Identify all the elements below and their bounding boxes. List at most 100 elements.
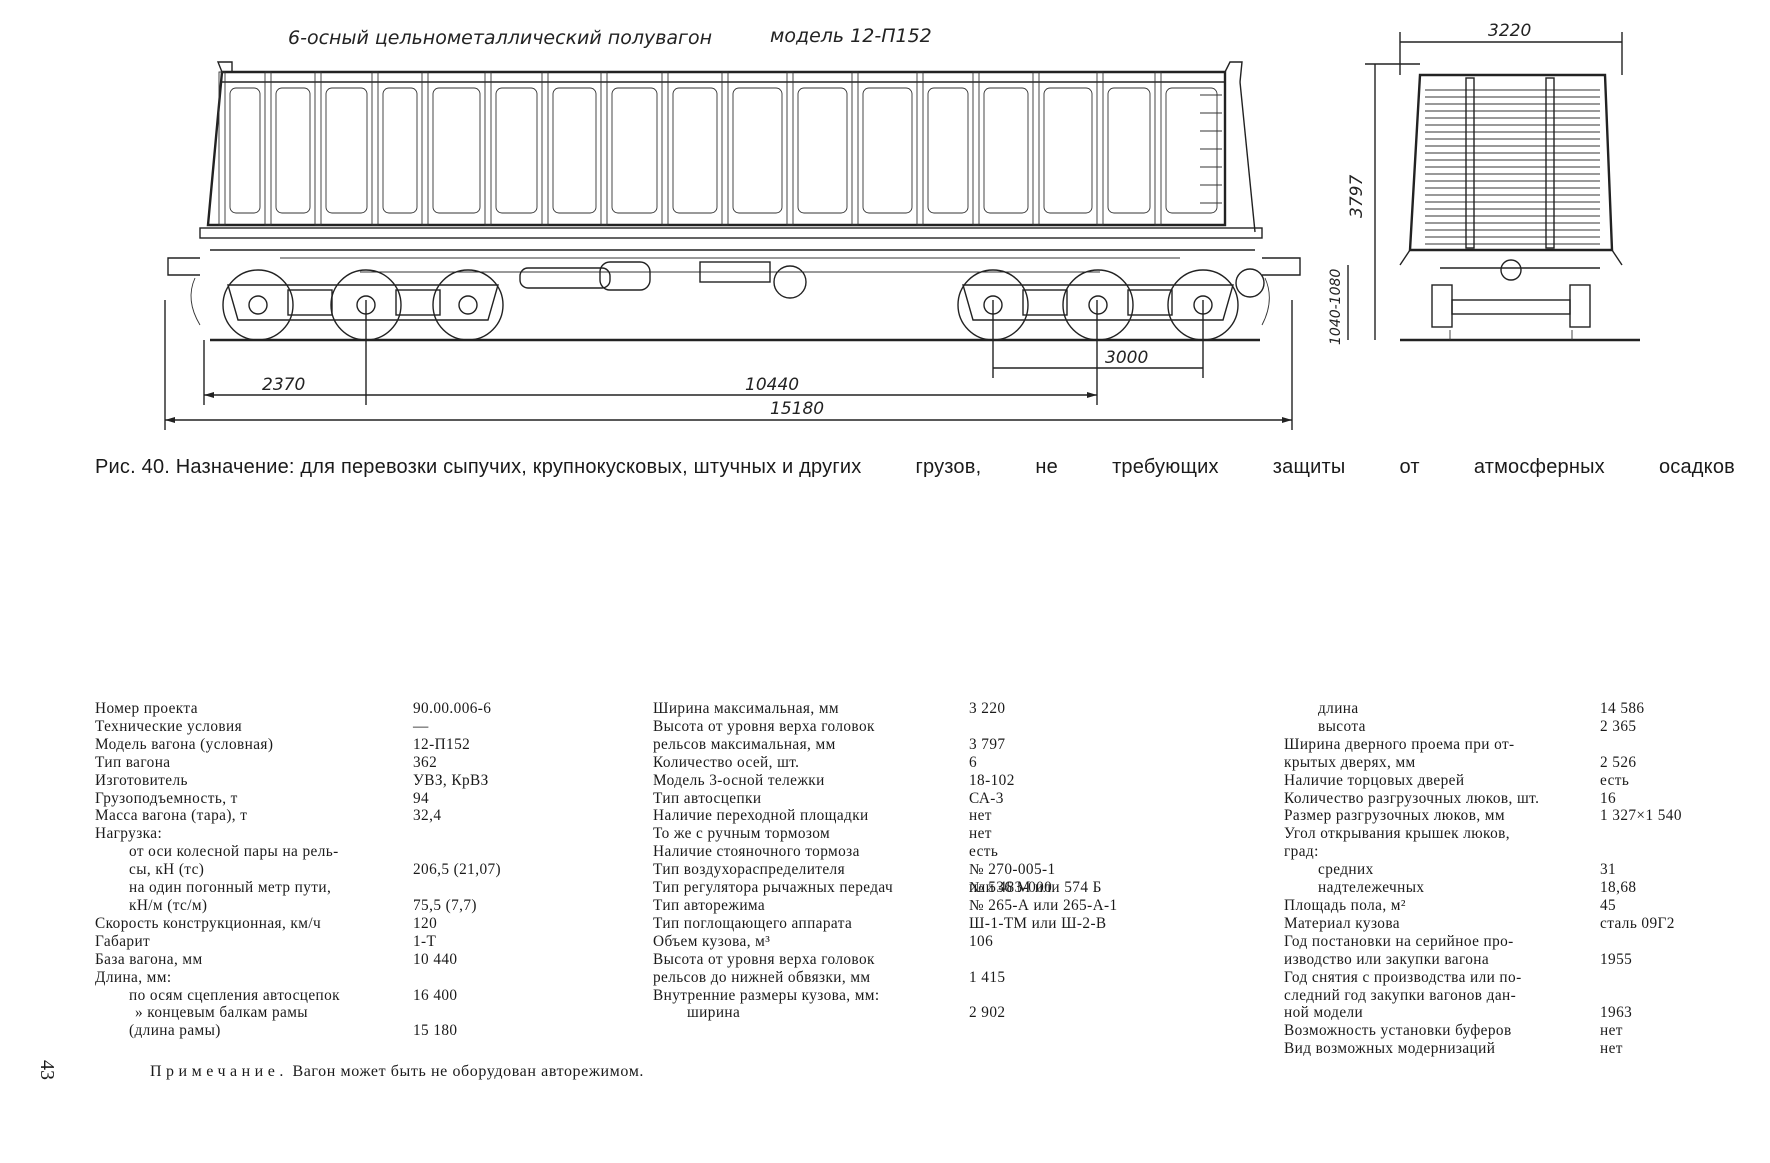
spec-label: высота [1318,717,1366,735]
spec-row: Длина, мм: [95,969,535,987]
side-panel [862,87,913,214]
spec-label: Год постановки на серийное про- [1284,932,1514,950]
side-panel [1165,87,1218,214]
spec-row: Высота от уровня верха головок [653,951,1093,969]
spec-value: 1 327×1 540 [1600,807,1682,825]
spec-value: 362 [413,753,438,771]
page-number: 43 [36,1060,58,1080]
spec-row: Технические условия— [95,718,535,736]
spec-label: Размер разгрузочных люков, мм [1284,807,1505,825]
spec-value: № 265-А или 265-А-1 [969,896,1118,914]
spec-value: 32,4 [413,807,442,825]
end-dimensions: 3220 3797 1040-1080 [1328,21,1623,345]
spec-label: Тип регулятора рычажных передач [653,879,894,897]
spec-value: 3 797 [969,735,1006,753]
spec-label: Номер проекта [95,700,198,717]
spec-label: Габарит [95,932,151,950]
side-post [264,71,272,226]
spec-row: Год постановки на серийное про- [1284,933,1724,951]
spec-row: База вагона, мм 10 440 [95,951,535,969]
spring-set [395,289,441,316]
spec-label: Объем кузова, м³ [653,932,771,950]
spec-value: 12-П152 [413,735,471,753]
spec-value: 10 440 [413,950,458,968]
spec-value: 6 [969,753,978,771]
spec-value: СА-3 [969,789,1004,807]
side-post [600,71,608,226]
side-panel [275,87,311,214]
bogie-frame [962,284,1234,321]
side-post [421,71,429,226]
spec-label: Наличие стояночного тормоза [653,843,860,861]
spring-set [287,289,333,316]
spec-value: № 270-005-1 [969,861,1056,879]
spec-label: Количество осей, шт. [653,753,800,771]
spec-value: 1963 [1600,1004,1633,1022]
bogie-frame [227,284,499,321]
side-panel [382,87,418,214]
side-panel [325,87,368,214]
side-post [721,71,729,226]
spec-label: Высота от уровня верха головок [653,950,875,968]
side-panel [672,87,718,214]
side-panel [983,87,1029,214]
spec-value: № 536 М или 574 Б [969,879,1102,897]
footnote: Примечание. Вагон может быть не оборудов… [150,1063,644,1081]
side-panel [1043,87,1093,214]
spec-value: нет [1600,1022,1623,1040]
spec-value: 94 [413,789,430,807]
spec-label: База вагона, мм [95,950,203,968]
side-panel [611,87,658,214]
spec-label: Ширина дверного проема при от- [1284,735,1515,753]
side-post [786,71,794,226]
spec-value: 18,68 [1600,879,1637,897]
side-post [661,71,669,226]
spec-value: нет [969,825,992,843]
side-panel [229,87,261,214]
spec-value: 2 526 [1600,753,1637,771]
spec-label: рельсов до нижней обвязки, мм [653,968,871,986]
spec-label: Год снятия с производства или по- [1284,968,1522,986]
dim-3797: 3797 [1347,175,1367,218]
spec-row: надтележечных 18,68 [1284,879,1724,897]
spec-label: град: [1284,843,1319,861]
spec-row: Год снятия с производства или по- [1284,969,1724,987]
side-panel [432,87,481,214]
spec-value: 90.00.006-6 [413,700,492,717]
dim-15180: 15180 [770,399,824,419]
spec-row: Ширина дверного проема при от- [1284,736,1724,754]
spec-value: 2 902 [969,1004,1006,1022]
footnote-text: Вагон может быть не оборудован авторежим… [292,1063,645,1080]
spec-row: от оси колесной пары на рель- [95,843,535,861]
spec-label: Вид возможных модернизаций [1284,1040,1496,1058]
dim-2370: 2370 [262,375,305,395]
side-post [1154,71,1162,226]
figure-caption: Рис. 40. Назначение: для перевозки сыпуч… [95,456,1735,478]
spec-row: на один погонный метр пути, [95,879,535,897]
spec-label: сы, кН (тс) [129,861,205,879]
spec-label: Тип вагона [95,753,171,771]
side-post [218,71,226,226]
spec-label: надтележечных [1318,879,1425,897]
spec-label: » концевым балкам рамы [135,1004,308,1022]
spec-label: длина [1318,700,1359,717]
spec-value: 31 [1600,861,1617,879]
side-panel [495,87,538,214]
drawing-title: 6-осный цельнометаллический полувагон [288,27,712,49]
side-panel [927,87,969,214]
side-panel [797,87,848,214]
